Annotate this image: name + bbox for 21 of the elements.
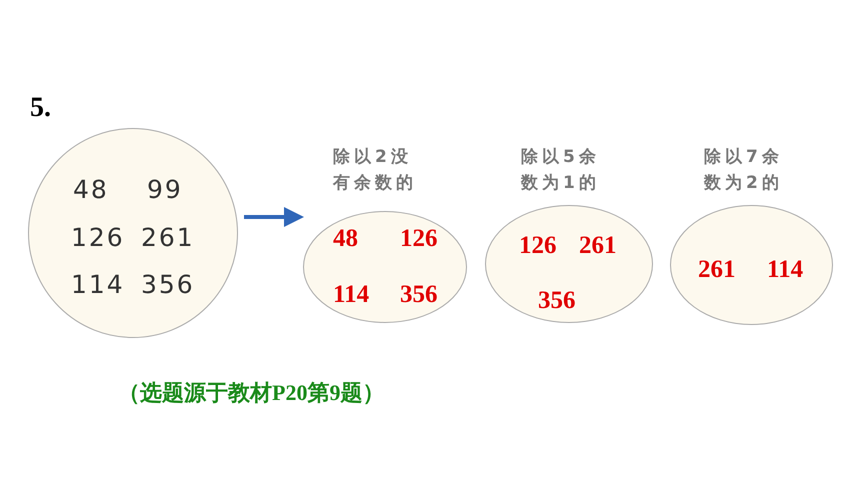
heading-text: 除以7余数为2的 xyxy=(704,146,784,194)
number-text: 356 xyxy=(538,288,576,313)
number-text: 261 xyxy=(698,257,736,282)
heading-text: 除以5余数为1的 xyxy=(521,146,601,194)
source-note: （选题源于教材P20第9题） xyxy=(118,379,384,407)
number-text: 356 xyxy=(400,282,438,307)
number-text: 114 xyxy=(71,272,125,297)
heading-text: 除以2没有余数的 xyxy=(333,146,418,194)
number-text: 99 xyxy=(147,177,183,202)
number-text: 114 xyxy=(767,257,804,282)
number-text: 126 xyxy=(519,233,556,258)
number-text: 356 xyxy=(141,272,195,297)
arrow xyxy=(244,207,304,227)
question-number: 5. xyxy=(30,92,51,124)
number-text: 261 xyxy=(579,233,616,258)
number-text: 48 xyxy=(333,226,358,251)
number-text: 114 xyxy=(333,282,370,307)
number-text: 48 xyxy=(73,177,109,202)
number-text: 261 xyxy=(141,225,195,250)
number-text: 126 xyxy=(400,226,438,251)
number-text: 126 xyxy=(71,225,125,250)
